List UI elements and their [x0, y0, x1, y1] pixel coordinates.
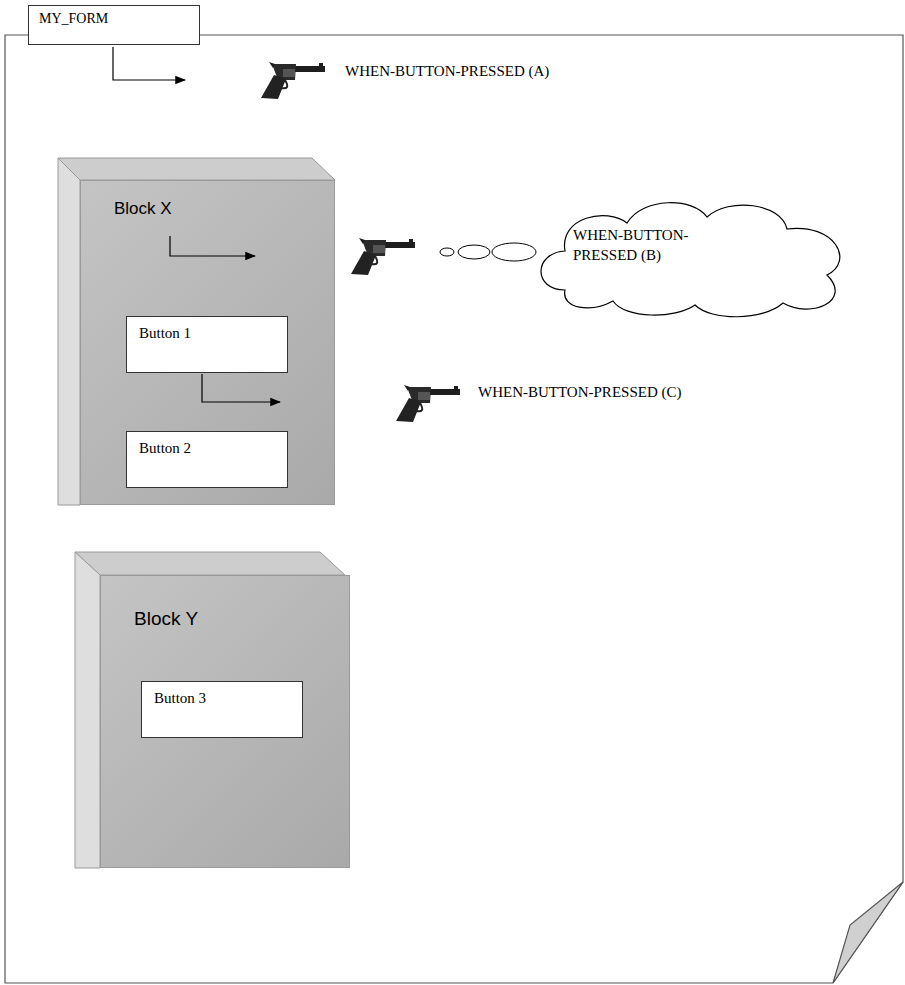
trigger-icon	[261, 62, 325, 99]
page-curl	[833, 882, 903, 983]
thought-bubble	[440, 248, 454, 256]
label-anchor: WHEN-BUTTON-PRESSED (A)	[345, 63, 549, 80]
form-name-tab: MY_FORM	[28, 5, 200, 45]
trigger-name: WHEN-BUTTON-PRESSED (B)	[573, 225, 738, 266]
trigger-name: WHEN-BUTTON-PRESSED (A)	[345, 63, 549, 80]
block-name: Block Y	[134, 608, 198, 630]
block-top-face	[58, 158, 335, 180]
block-side-face	[58, 158, 80, 505]
button-label: Button 1	[139, 325, 191, 342]
trigger-icon	[351, 238, 415, 275]
trigger-pointer	[170, 236, 255, 256]
thought-bubble	[458, 245, 490, 259]
trigger-icon	[396, 385, 460, 422]
trigger-pointer	[113, 47, 185, 80]
form-frame: Button 1 Button 2 Block X WHEN-BUTTON-PRESS…	[5, 35, 903, 983]
data-block: Button 3 Block Y	[100, 575, 350, 868]
trigger-name: WHEN-BUTTON-PRESSED (C)	[478, 384, 681, 401]
block-side-face	[75, 552, 100, 868]
label-anchor: WHEN-BUTTON-PRESSED (C)	[478, 384, 681, 401]
push-button: Button 2	[126, 431, 288, 488]
button-label: Button 2	[139, 440, 191, 457]
block-name: Block X	[114, 199, 172, 219]
trigger-pointer	[202, 374, 280, 402]
push-button: Button 1	[126, 316, 288, 373]
block-top-face	[75, 552, 345, 575]
form-page-outline	[5, 35, 903, 983]
thought-cloud: WHEN-BUTTON-PRESSED (B)	[525, 195, 860, 320]
button-label: Button 3	[154, 690, 206, 707]
cloud-shape	[541, 203, 840, 317]
push-button: Button 3	[141, 681, 303, 738]
thought-bubble	[492, 243, 536, 261]
data-block: Button 1 Button 2 Block X	[80, 180, 335, 505]
